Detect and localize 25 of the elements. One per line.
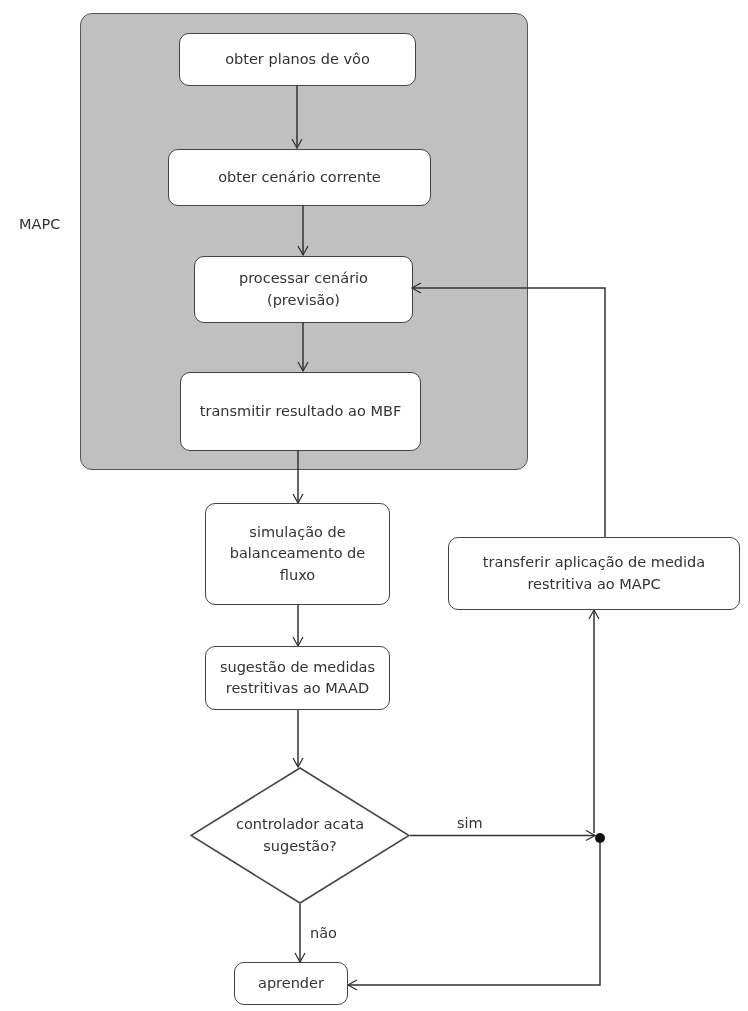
decision-label: controlador acata sugestão? <box>234 815 366 856</box>
arrow <box>291 84 303 149</box>
edge-label: sim <box>455 815 485 831</box>
process-box: sugestão de medidas restritivas ao MAAD <box>205 646 390 710</box>
junction-dot <box>595 833 605 843</box>
decision-diamond <box>190 767 410 904</box>
arrow <box>409 829 596 842</box>
process-box: aprender <box>234 962 348 1005</box>
arrow <box>294 903 306 963</box>
process-box: transmitir resultado ao MBF <box>180 372 421 451</box>
arrow <box>292 604 304 647</box>
group-label: MAPC <box>19 215 61 234</box>
process-box: transferir aplicação de medida restritiva ao MAPC <box>448 537 740 610</box>
arrow <box>292 449 304 504</box>
arrow <box>297 321 309 372</box>
process-box: obter planos de vôo <box>179 33 416 86</box>
arrow <box>411 282 606 538</box>
edge-label: não <box>308 925 339 941</box>
process-box: simulação de balanceamento de fluxo <box>205 503 390 605</box>
process-box: processar cenário (previsão) <box>194 256 413 323</box>
arrow <box>347 842 601 991</box>
arrow <box>588 609 600 834</box>
arrow <box>292 709 304 768</box>
arrow <box>297 204 309 256</box>
process-box: obter cenário corrente <box>168 149 431 206</box>
